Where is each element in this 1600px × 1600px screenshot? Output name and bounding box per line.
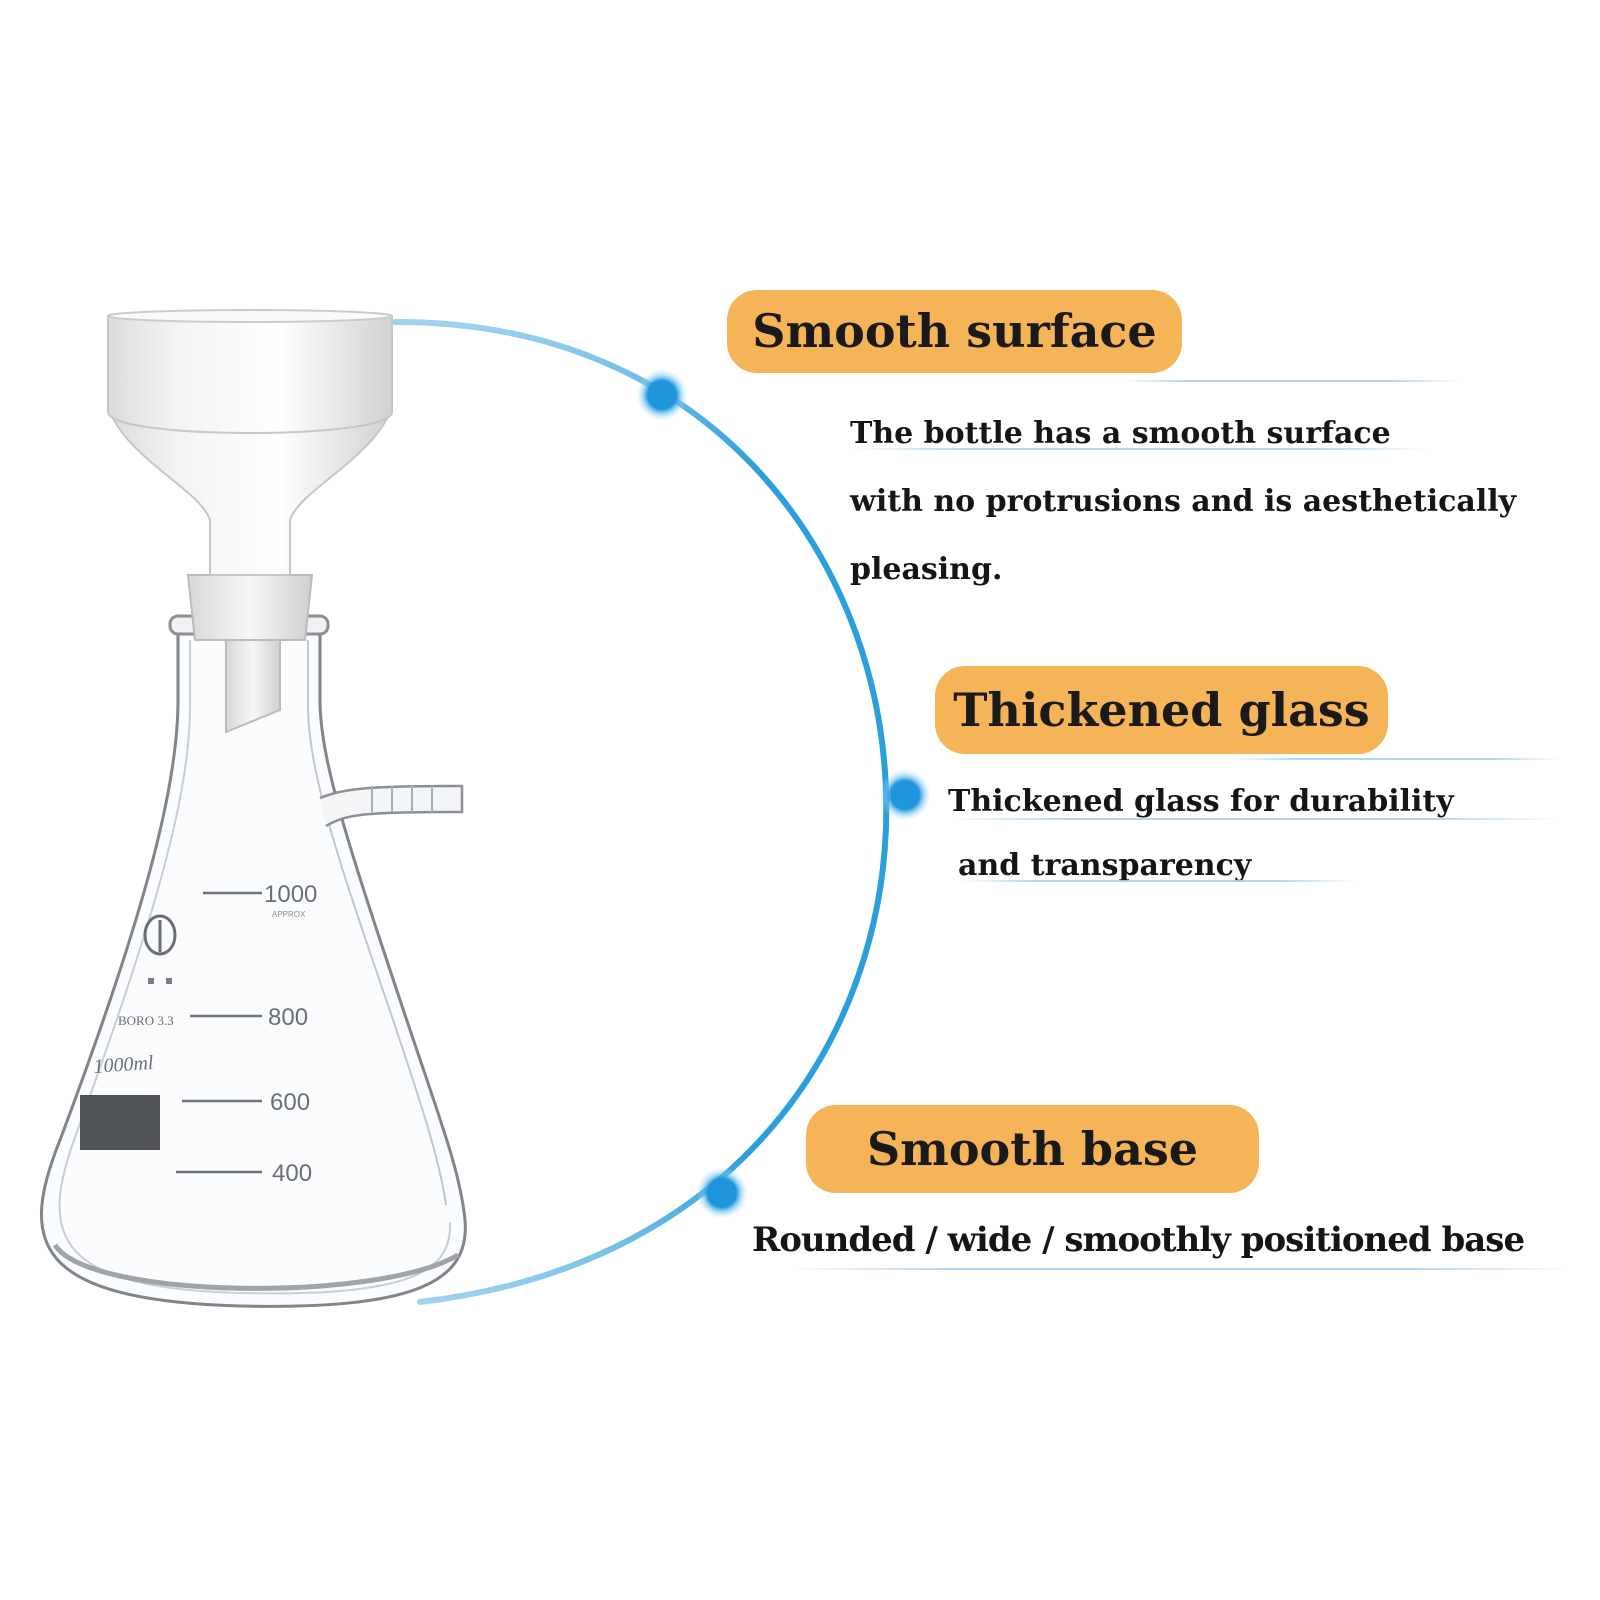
divider [850, 448, 1430, 450]
volume-label: 1000ml [93, 1052, 155, 1078]
description-line: pleasing. [850, 552, 1003, 587]
description-line: Thickened glass for durability [948, 784, 1454, 819]
flask-logo [143, 914, 177, 984]
divider [948, 818, 1558, 820]
arc-dot-2 [879, 769, 931, 821]
glass-type-label: BORO 3.3 [118, 1013, 174, 1028]
graduation-1000: 1000 [264, 881, 317, 908]
buchner-funnel [107, 309, 393, 734]
divider [790, 1268, 1570, 1270]
approx-label: APPROX [272, 910, 306, 919]
feature-title-smooth-base: Smooth base [806, 1105, 1259, 1193]
description-line: with no protrusions and is aesthetically [850, 484, 1517, 519]
feature-description-thickened-glass: Thickened glass for durability and trans… [948, 770, 1454, 898]
feature-title-thickened-glass: Thickened glass [935, 666, 1388, 754]
label-patch [80, 1095, 160, 1150]
description-line: and transparency [958, 848, 1252, 883]
feature-title-smooth-surface: Smooth surface [727, 290, 1182, 373]
graduation-400: 400 [272, 1160, 312, 1187]
divider [1120, 380, 1460, 382]
feature-description-smooth-surface: The bottle has a smooth surface with no … [850, 400, 1516, 604]
divider [958, 880, 1358, 882]
description-line: Rounded / wide / smoothly positioned bas… [752, 1220, 1525, 1260]
graduation-600: 600 [270, 1089, 310, 1116]
graduation-800: 800 [268, 1004, 308, 1031]
arc-dot-1 [636, 369, 688, 421]
arc-dot-3 [696, 1167, 748, 1219]
feature-description-smooth-base: Rounded / wide / smoothly positioned bas… [752, 1210, 1525, 1270]
divider [1230, 758, 1560, 760]
description-line: The bottle has a smooth surface [850, 416, 1391, 451]
